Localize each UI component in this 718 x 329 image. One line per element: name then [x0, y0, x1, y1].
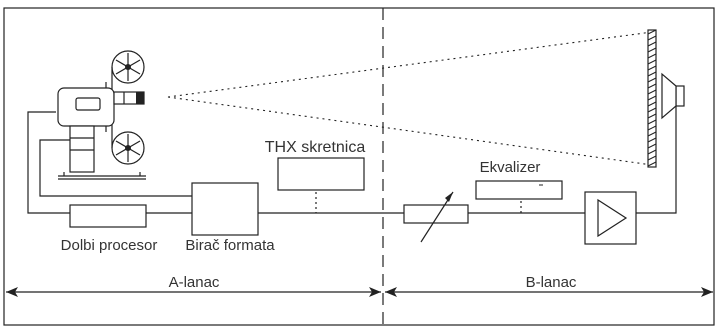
format-selector-block — [191, 182, 259, 236]
film-reel-top-icon — [111, 50, 145, 84]
format-selector-label: Birač formata — [185, 237, 275, 254]
projection-screen — [647, 29, 657, 168]
film-reel-bottom-icon — [111, 131, 145, 165]
outer-frame — [3, 7, 715, 326]
dolby-processor-block — [69, 204, 147, 228]
film-projector-icon — [57, 50, 146, 180]
projection-beam — [167, 31, 653, 166]
thx-crossover-label: THX skretnica — [265, 139, 366, 156]
amplifier-icon — [584, 191, 637, 245]
chain-a-label: A-lanac — [169, 274, 220, 291]
equalizer-label: Ekvalizer — [480, 159, 541, 176]
chain-b-extent-arrow — [385, 287, 713, 297]
loudspeaker-icon — [661, 72, 685, 120]
signal-wiring — [27, 106, 677, 214]
dolby-processor-label: Dolbi procesor — [61, 237, 158, 254]
chain-b-label: B-lanac — [526, 274, 577, 291]
variable-attenuator-icon — [403, 191, 469, 243]
thx-crossover-block — [277, 157, 365, 213]
chain-a-extent-arrow — [6, 287, 381, 297]
equalizer-block — [475, 180, 563, 213]
